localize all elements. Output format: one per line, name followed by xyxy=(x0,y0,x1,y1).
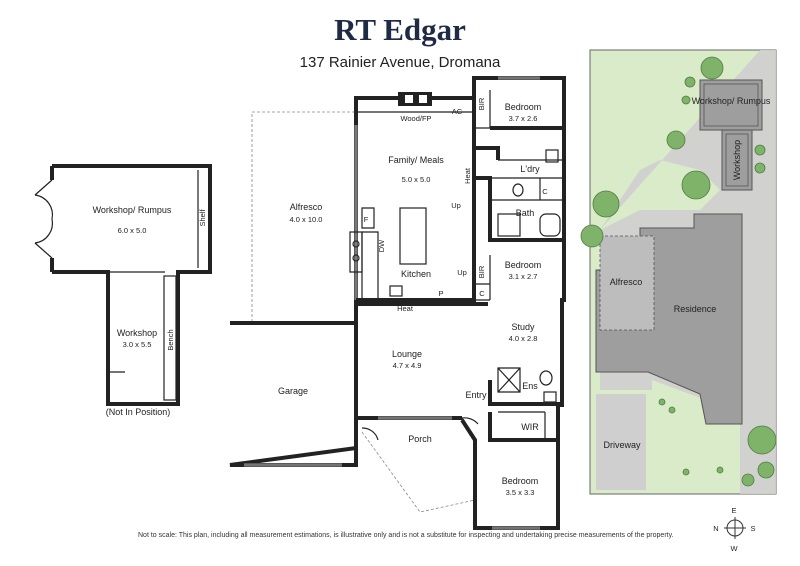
workshop-label: Workshop xyxy=(117,328,157,338)
compass-s: S xyxy=(750,524,755,533)
cupboard-label-1: C xyxy=(542,187,548,196)
up-label-2: Up xyxy=(457,268,467,277)
cupboard-label-2: C xyxy=(479,289,485,298)
bedroom-2-dims: 3.1 x 2.7 xyxy=(509,272,538,281)
laundry-label: L'dry xyxy=(520,164,540,174)
family-meals-dims: 5.0 x 5.0 xyxy=(402,175,431,184)
up-label-1: Up xyxy=(451,201,461,210)
compass-w: W xyxy=(730,544,738,553)
not-in-position-note: (Not In Position) xyxy=(106,407,171,417)
bedroom-1-dims: 3.7 x 2.6 xyxy=(509,114,538,123)
ensuite-label: Ens xyxy=(522,381,538,391)
wood-fp-label: Wood/FP xyxy=(400,114,431,123)
pantry-label: P xyxy=(438,289,443,298)
shelf-label: Shelf xyxy=(198,209,207,227)
bir-label-2: BIR xyxy=(477,265,486,278)
study-dims: 4.0 x 2.8 xyxy=(509,334,538,343)
compass-e: E xyxy=(731,506,736,515)
alfresco-label: Alfresco xyxy=(290,202,323,212)
detached-workshop xyxy=(34,164,212,406)
site-alfresco-label: Alfresco xyxy=(610,277,643,287)
bedroom-3-label: Bedroom xyxy=(502,476,539,486)
workshop-rumpus-dims: 6.0 x 5.0 xyxy=(118,226,147,235)
site-workshop-rumpus-label: Workshop/ Rumpus xyxy=(692,96,771,106)
garage-label: Garage xyxy=(278,386,308,396)
property-address: 137 Rainier Avenue, Dromana xyxy=(299,54,501,71)
family-meals-label: Family/ Meals xyxy=(388,155,444,165)
bedroom-3-dims: 3.5 x 3.3 xyxy=(506,488,535,497)
heat-top-label: Heat xyxy=(463,167,472,184)
brand-logo: RT Edgar xyxy=(334,12,466,47)
entry-label: Entry xyxy=(465,390,487,400)
wir-label: WIR xyxy=(521,422,539,432)
site-driveway-label: Driveway xyxy=(603,440,641,450)
disclaimer-note: Not to scale: This plan, including all m… xyxy=(138,532,674,539)
study-label: Study xyxy=(511,322,535,332)
bath-label: Bath xyxy=(516,208,535,218)
bench-label: Bench xyxy=(166,329,175,350)
porch-label: Porch xyxy=(408,434,432,444)
bedroom-2-label: Bedroom xyxy=(505,260,542,270)
porch-outline xyxy=(361,431,476,513)
workshop-dims: 3.0 x 5.5 xyxy=(123,340,152,349)
bedroom-1-label: Bedroom xyxy=(505,102,542,112)
alfresco-dims: 4.0 x 10.0 xyxy=(290,215,323,224)
compass-n: N xyxy=(713,524,718,533)
lounge-label: Lounge xyxy=(392,349,422,359)
fridge-label: F xyxy=(364,215,369,224)
lounge-dims: 4.7 x 4.9 xyxy=(393,361,422,370)
workshop-rumpus-label: Workshop/ Rumpus xyxy=(93,205,172,215)
site-residence-label: Residence xyxy=(674,304,717,314)
heat-bottom-label: Heat xyxy=(397,304,414,313)
ac-label: AC xyxy=(452,107,463,116)
site-workshop-label: Workshop xyxy=(732,140,742,180)
dishwasher-label: DW xyxy=(377,239,386,252)
compass-icon xyxy=(724,517,746,539)
site-plan xyxy=(589,49,777,495)
site-trees xyxy=(580,56,777,487)
bir-label-1: BIR xyxy=(477,97,486,110)
kitchen-label: Kitchen xyxy=(401,269,431,279)
